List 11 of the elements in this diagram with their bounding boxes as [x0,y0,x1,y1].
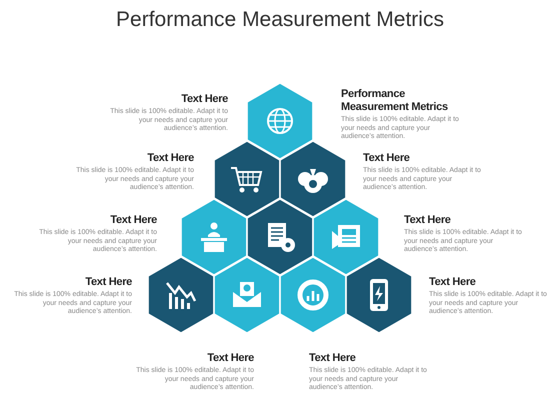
heading: Text Here [146,152,194,165]
heading: Text Here [84,276,132,289]
heading: Performance Measurement Metrics [341,88,449,114]
heading: Text Here [109,214,157,227]
heading: Text Here [180,93,228,106]
title: Performance Measurement Metrics [115,8,445,32]
heading: Text Here [309,352,357,365]
heading: Text Here [206,352,254,365]
heading: Text Here [404,214,452,227]
heading: Text Here [363,152,411,165]
heading: Text Here [429,276,477,289]
